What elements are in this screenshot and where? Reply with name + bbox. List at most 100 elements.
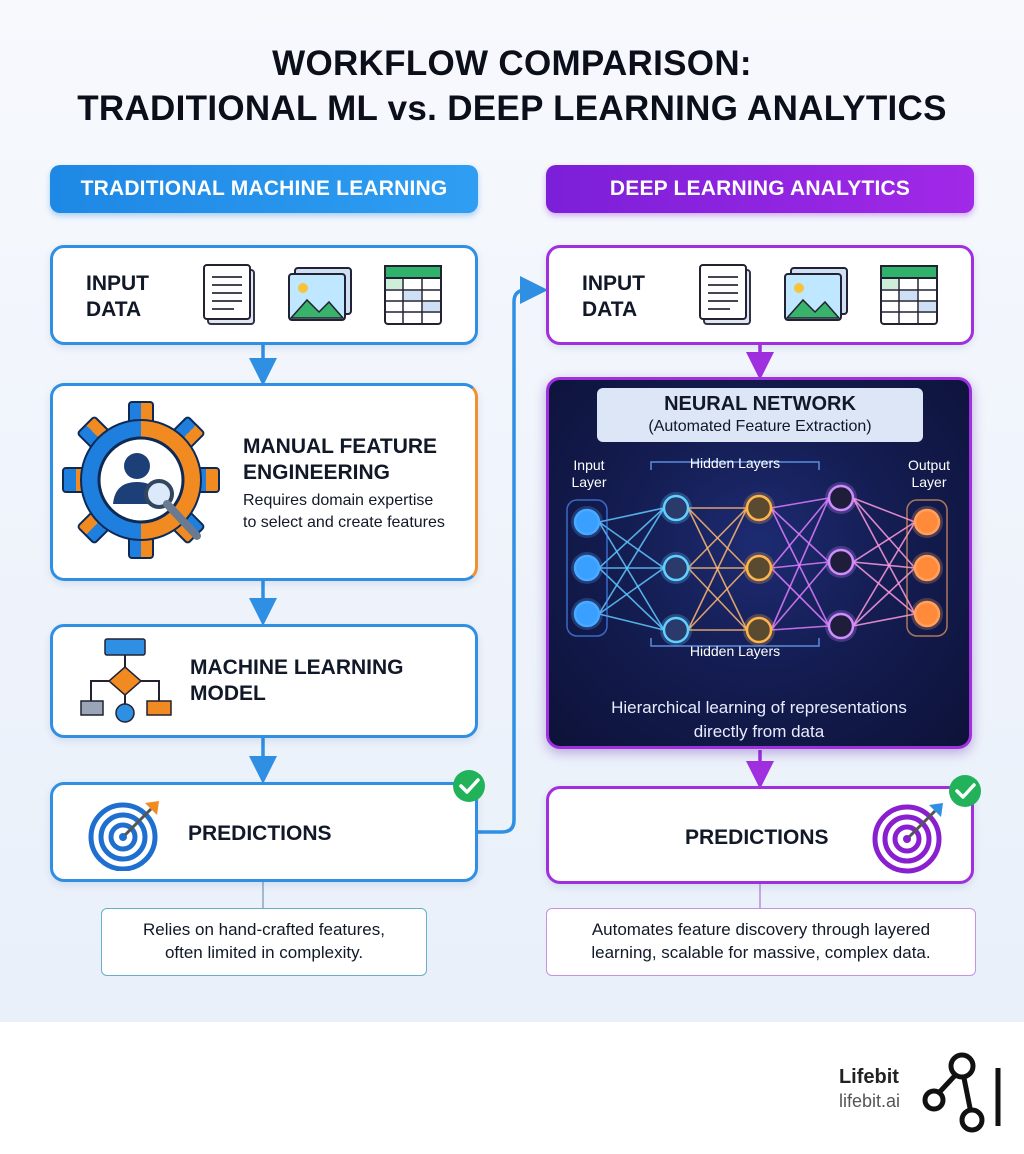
feature-title-2: ENGINEERING (243, 461, 391, 485)
deep-predictions-card: PREDICTIONS (546, 786, 974, 884)
check-icon (453, 770, 485, 802)
network-edge (598, 507, 665, 523)
network-edge (598, 567, 665, 631)
input-node (573, 508, 601, 536)
deep-input-label-1: INPUT (582, 272, 645, 295)
input-node (573, 600, 601, 628)
image-icon (288, 267, 352, 321)
hidden-node-1 (662, 554, 690, 582)
hidden-node-1 (662, 494, 690, 522)
network-edge (598, 507, 665, 569)
network-edge (598, 521, 665, 631)
connector-arrows (249, 276, 774, 908)
document-icon (203, 264, 255, 325)
neural-network-graph: Input Layer Hidden Layers Hidden Layers … (566, 455, 950, 659)
network-edge (598, 521, 665, 569)
output-node (913, 508, 941, 536)
hidden-layers-top-label: Hidden Layers (690, 455, 780, 471)
hidden-node-3 (827, 612, 855, 640)
nn-caption-1: Hierarchical learning of representations (611, 698, 907, 717)
hidden-node-2 (745, 554, 773, 582)
cross-arrow (476, 276, 548, 834)
feature-desc-2: to select and create features (243, 513, 445, 531)
ml-model-label-2: MODEL (190, 682, 266, 706)
brand-name: Lifebit (838, 1066, 899, 1088)
deep-note: Automates feature discovery through laye… (546, 908, 976, 976)
network-edge (598, 507, 665, 615)
traditional-note-2: often limited in complexity. (164, 943, 364, 962)
deep-note-2: learning, scalable for massive, complex … (591, 943, 931, 962)
network-edge (852, 567, 916, 627)
title-line-1: WORKFLOW COMPARISON: (272, 44, 752, 83)
network-edge (852, 561, 916, 615)
input-label-1: INPUT (86, 272, 149, 295)
spreadsheet-icon (384, 265, 442, 325)
deep-predictions-label: PREDICTIONS (685, 826, 829, 849)
neural-network-subtitle: (Automated Feature Extraction) (648, 418, 872, 435)
image-icon (784, 267, 848, 321)
hidden-node-1 (662, 616, 690, 644)
feature-engineering-card: MANUAL FEATURE ENGINEERING Requires doma… (50, 383, 478, 581)
network-edge (770, 625, 830, 631)
network-edge (852, 613, 916, 627)
hidden-node-3 (827, 548, 855, 576)
output-node (913, 600, 941, 628)
brand-block: Lifebit lifebit.ai (839, 1066, 900, 1112)
traditional-predictions-card: PREDICTIONS (50, 782, 478, 882)
network-edge (770, 561, 830, 631)
nn-caption-2: directly from data (693, 721, 825, 741)
network-edge (770, 497, 830, 509)
network-edge (852, 561, 916, 569)
network-edge (852, 521, 916, 563)
deep-input-card: INPUT DATA (546, 245, 974, 345)
deep-note-1: Automates feature discovery through laye… (591, 920, 931, 940)
neural-network-panel: NEURAL NETWORK (Automated Feature Extrac… (546, 377, 972, 749)
hidden-node-2 (745, 616, 773, 644)
brand-url: lifebit.ai (838, 1091, 900, 1111)
network-edge (852, 497, 916, 615)
network-edge (770, 507, 830, 627)
flowchart-icon (80, 638, 172, 723)
network-edge (598, 567, 665, 615)
input-layer-label-2: Layer (571, 474, 606, 490)
document-icon (699, 264, 751, 325)
ml-model-label-1: MACHINE LEARNING (190, 656, 404, 679)
hidden-node-2 (745, 494, 773, 522)
network-edge (770, 497, 830, 631)
deep-header: DEEP LEARNING ANALYTICS (546, 165, 974, 213)
check-icon (949, 775, 981, 807)
traditional-note: Relies on hand-crafted features, often l… (101, 908, 427, 976)
feature-title-1: MANUAL FEATURE (243, 435, 438, 458)
network-edge (687, 507, 748, 569)
input-layer-label-1: Input (573, 457, 604, 473)
lifebit-logo-icon (922, 1052, 1001, 1133)
network-edge (852, 497, 916, 569)
deep-input-label-2: DATA (582, 298, 638, 322)
output-node (913, 554, 941, 582)
network-edge (852, 521, 916, 627)
input-node (573, 554, 601, 582)
neural-network-title: NEURAL NETWORK (664, 393, 856, 415)
traditional-input-card: INPUT DATA (50, 245, 478, 345)
target-icon (88, 801, 159, 871)
network-edge (770, 497, 830, 569)
network-edge (687, 567, 748, 631)
output-layer-label-1: Output (908, 457, 950, 473)
neural-network-header: NEURAL NETWORK (Automated Feature Extrac… (597, 388, 923, 442)
feature-desc-1: Requires domain expertise (243, 492, 434, 509)
ml-model-card: MACHINE LEARNING MODEL (50, 624, 478, 738)
traditional-note-1: Relies on hand-crafted features, (143, 920, 385, 940)
network-edge (852, 497, 916, 523)
traditional-predictions-label: PREDICTIONS (188, 822, 332, 845)
hidden-layers-bottom-label: Hidden Layers (690, 643, 780, 659)
network-edge (598, 613, 665, 631)
input-label-2: DATA (86, 298, 142, 322)
network-edge (770, 507, 830, 563)
output-layer-label-2: Layer (911, 474, 946, 490)
traditional-header: TRADITIONAL MACHINE LEARNING (50, 165, 478, 213)
spreadsheet-icon (880, 265, 938, 325)
hidden-node-3 (827, 484, 855, 512)
target-icon (872, 803, 943, 874)
gear-person-icon (62, 401, 220, 559)
network-edge (687, 507, 748, 631)
